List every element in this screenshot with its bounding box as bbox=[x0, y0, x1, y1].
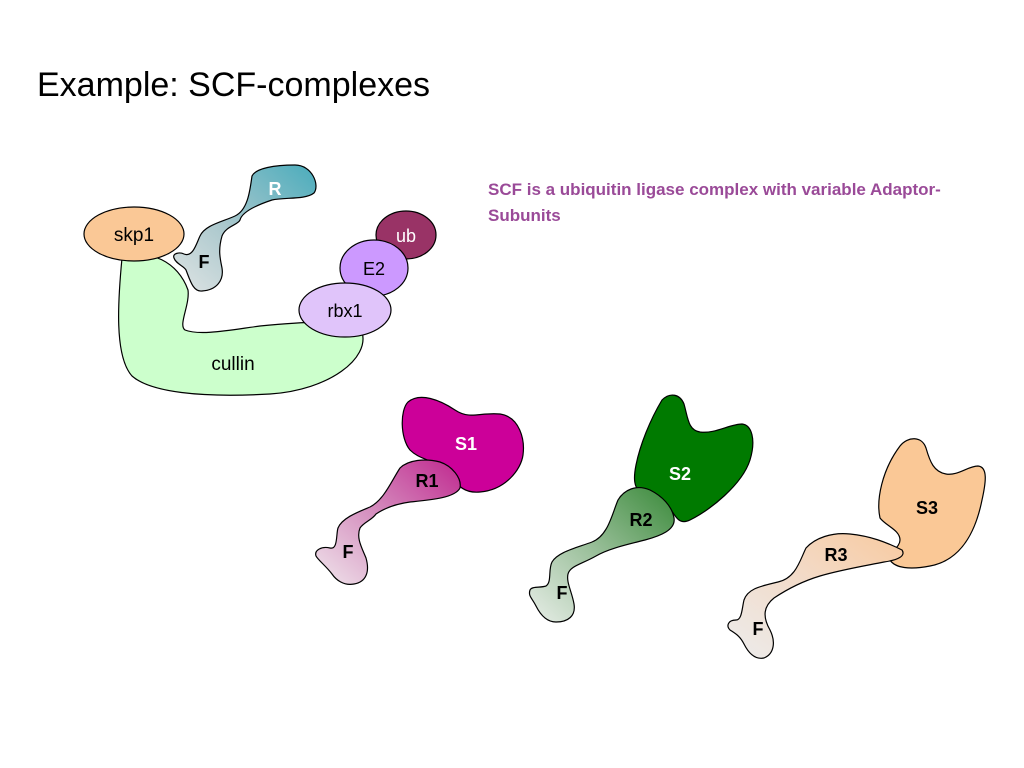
adaptor-1-substrate-shape bbox=[401, 396, 525, 493]
receptor-r-shape bbox=[173, 164, 317, 292]
adaptor-3: S3 R3 F bbox=[727, 438, 986, 659]
fbox-label: F bbox=[199, 252, 210, 272]
receptor-r-label: R bbox=[269, 179, 282, 199]
adaptor-3-receptor-shape bbox=[727, 533, 904, 659]
adaptor-1-receptor-shape bbox=[315, 459, 461, 585]
adaptor-1-substrate-label: S1 bbox=[455, 434, 477, 454]
e2-label: E2 bbox=[363, 259, 385, 279]
adaptor-2-substrate-shape bbox=[633, 394, 754, 523]
adaptor-3-substrate-label: S3 bbox=[916, 498, 938, 518]
skp1-shape bbox=[83, 206, 185, 262]
description-text: SCF is a ubiquitin ligase complex with v… bbox=[488, 180, 941, 225]
adaptor-1-fbox-label: F bbox=[343, 542, 354, 562]
adaptor-1: S1 R1 F bbox=[315, 396, 525, 585]
adaptor-3-receptor-label: R3 bbox=[824, 545, 847, 565]
skp1-label: skp1 bbox=[114, 225, 154, 246]
adaptor-2: S2 R2 F bbox=[528, 394, 754, 623]
adaptor-2-substrate-label: S2 bbox=[669, 464, 691, 484]
adaptor-2-receptor-label: R2 bbox=[629, 510, 652, 530]
adaptor-3-fbox-label: F bbox=[753, 619, 764, 639]
ub-label: ub bbox=[396, 226, 416, 246]
adaptor-1-receptor-label: R1 bbox=[415, 471, 438, 491]
adaptor-3-substrate-shape bbox=[878, 438, 986, 569]
rbx1-label: rbx1 bbox=[327, 301, 362, 321]
scf-complex: cullin R F skp1 ub E2 rbx1 bbox=[83, 164, 437, 396]
adaptor-2-fbox-label: F bbox=[557, 583, 568, 603]
cullin-label: cullin bbox=[211, 354, 254, 375]
rbx1-shape bbox=[298, 282, 392, 338]
slide-title: Example: SCF-complexes bbox=[37, 66, 431, 104]
adaptor-2-receptor-shape bbox=[528, 487, 675, 623]
